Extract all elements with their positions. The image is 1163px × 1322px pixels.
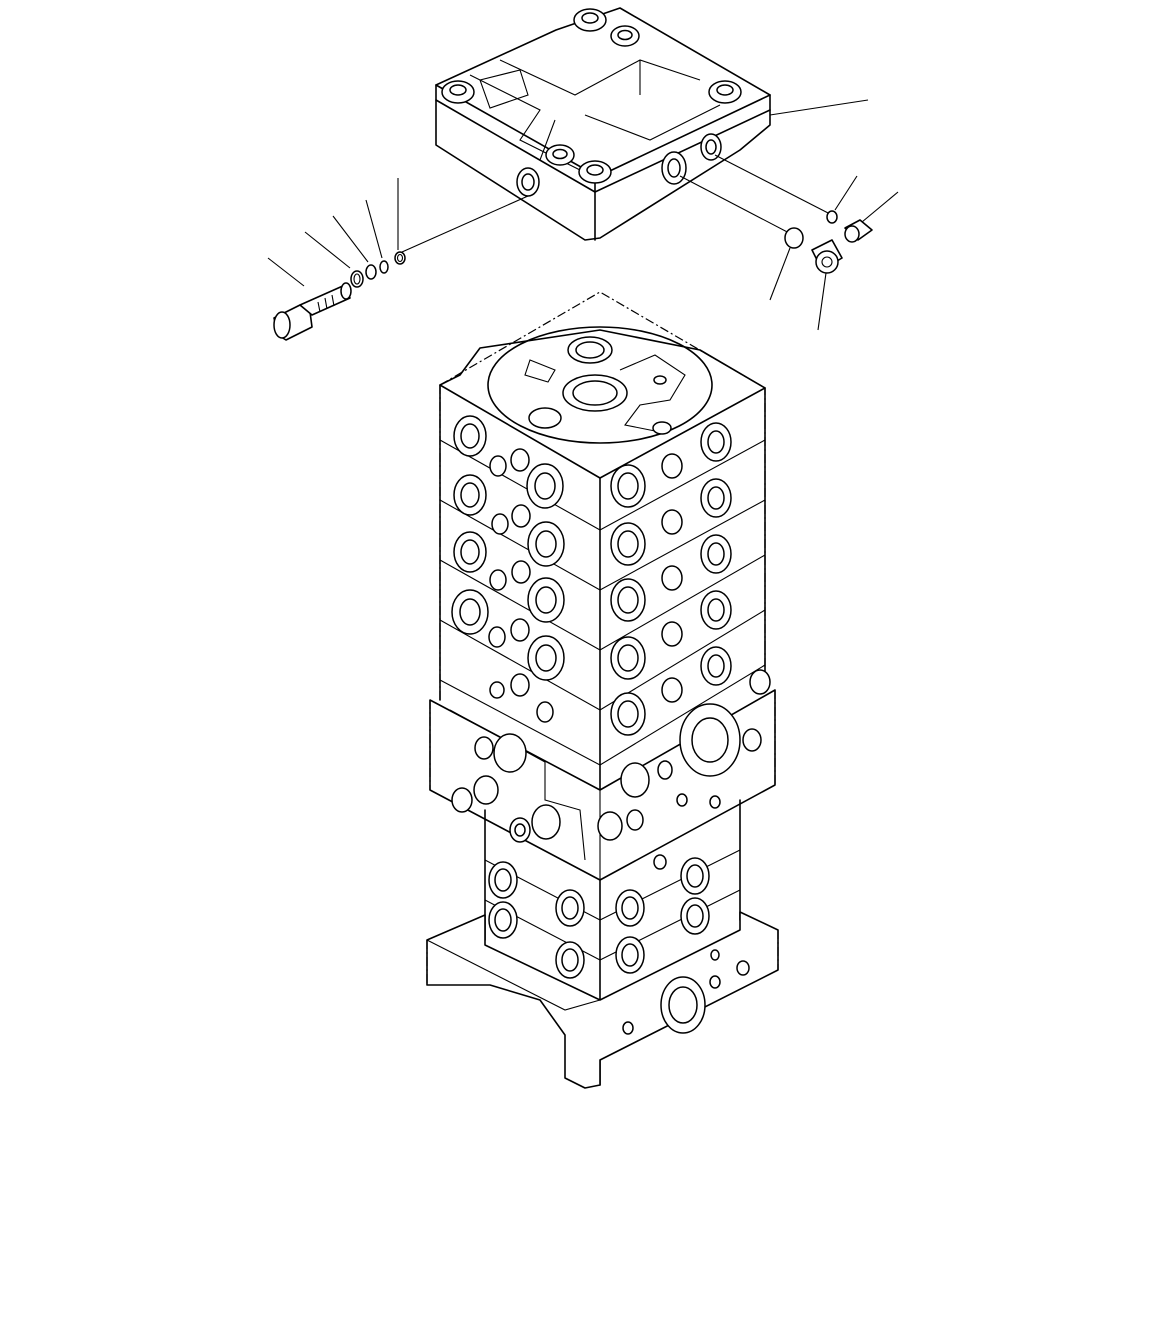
o-ring-port	[394, 178, 406, 265]
base-foot	[426, 911, 779, 1089]
o-ring	[332, 215, 377, 280]
o-ring-small	[365, 199, 389, 274]
middle-flange	[429, 669, 776, 881]
backup-ring	[304, 231, 364, 288]
plug-small	[844, 191, 899, 243]
lower-sections	[484, 799, 741, 979]
o-ring-port-right-a	[826, 175, 858, 224]
relief-valve-plug	[267, 257, 352, 341]
plug-large	[811, 239, 843, 331]
right-face-ports	[610, 422, 732, 736]
o-ring-port-right-b	[769, 227, 804, 301]
left-face-ports	[451, 415, 565, 723]
valve-cover	[435, 7, 771, 241]
control-valve-body	[426, 291, 779, 1089]
cover-bolt-boss	[441, 8, 742, 184]
